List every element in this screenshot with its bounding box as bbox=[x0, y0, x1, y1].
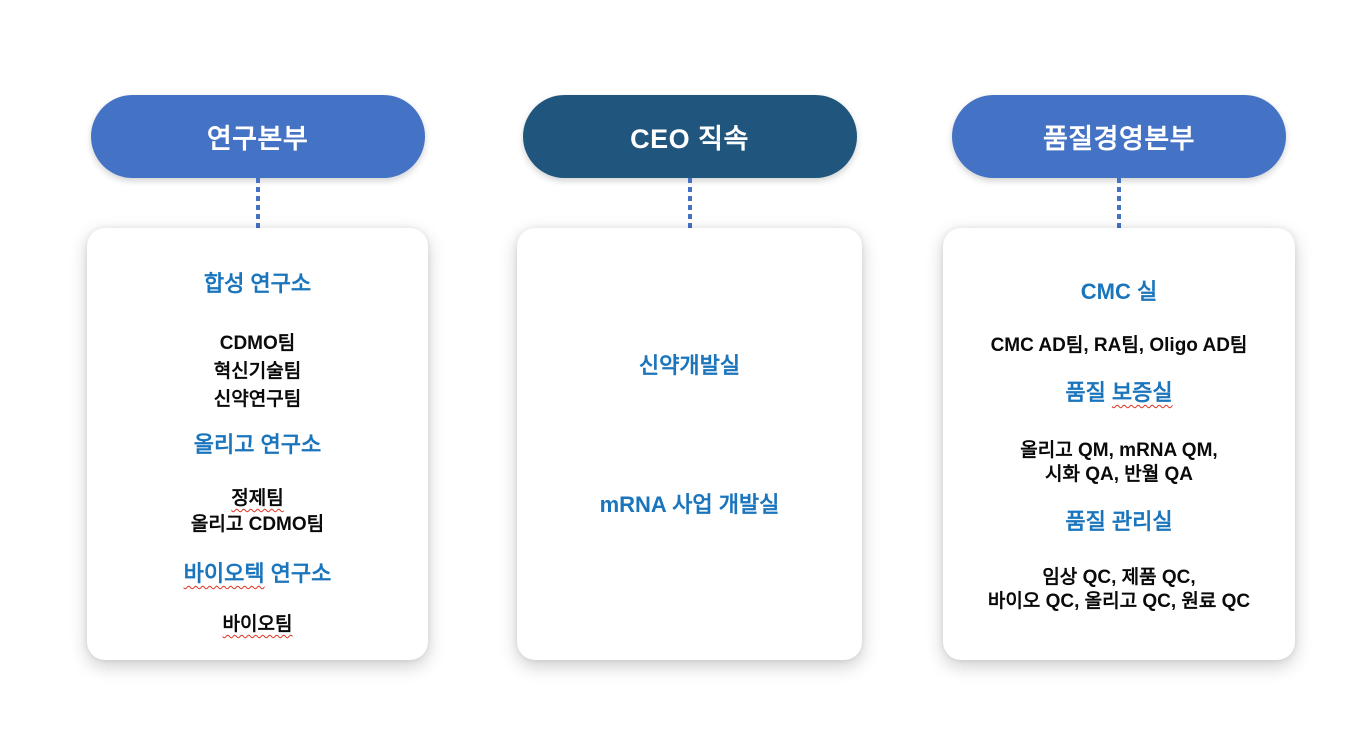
team-item: 올리고 CDMO팀 bbox=[190, 514, 325, 535]
team-item: CDMO팀 bbox=[219, 333, 296, 354]
division-pill: 품질경영본부 bbox=[952, 95, 1286, 178]
department-heading: 올리고 연구소 bbox=[193, 432, 322, 457]
team-item: 바이오팀 bbox=[87, 612, 428, 638]
department-section: mRNA 사업 개발실 bbox=[517, 491, 862, 518]
department-heading: mRNA 사업 개발실 bbox=[599, 492, 780, 517]
dotted-connector bbox=[1117, 178, 1121, 228]
team-item: 혁신기술팀 bbox=[213, 361, 302, 382]
department-heading: 품질 보증실 bbox=[1065, 380, 1173, 405]
misspelled-text: 정제팀 bbox=[231, 488, 284, 509]
team-item: CMC AD팀, RA팀, Oligo AD팀 bbox=[990, 335, 1248, 356]
misspelled-text: 보증실 bbox=[1111, 380, 1173, 405]
department-heading: 신약개발실 bbox=[638, 353, 741, 378]
team-item: 올리고 QM, mRNA QM, bbox=[1020, 440, 1218, 461]
department-section: CMC 실 CMC AD팀, RA팀, Oligo AD팀 bbox=[943, 278, 1295, 360]
department-heading: 바이오텍 연구소 bbox=[183, 561, 332, 586]
team-item: 바이오 QC, 올리고 QC, 원료 QC bbox=[987, 591, 1251, 612]
team-list: 올리고 QM, mRNA QM, 시화 QA, 반월 QA bbox=[943, 439, 1295, 487]
division-title: 품질경영본부 bbox=[1042, 124, 1196, 154]
department-heading: 품질 관리실 bbox=[1065, 509, 1173, 534]
org-column: CEO 직속 신약개발실 mRNA 사업 개발실 bbox=[517, 95, 862, 660]
dotted-connector bbox=[255, 178, 260, 228]
team-item: 정제팀 bbox=[87, 486, 428, 512]
team-item: 시화 QA, 반월 QA bbox=[1044, 464, 1194, 485]
division-pill: 연구본부 bbox=[90, 95, 425, 178]
department-heading: CMC 실 bbox=[1080, 279, 1158, 304]
team-item: 신약연구팀 bbox=[213, 389, 302, 410]
department-section: 신약개발실 bbox=[517, 352, 862, 379]
division-pill: CEO 직속 bbox=[522, 95, 857, 178]
misspelled-text: 바이오텍 bbox=[183, 561, 265, 586]
team-list: 임상 QC, 제품 QC, 바이오 QC, 올리고 QC, 원료 QC bbox=[943, 566, 1295, 614]
division-card: 신약개발실 mRNA 사업 개발실 bbox=[517, 228, 862, 660]
division-title: CEO 직속 bbox=[630, 124, 749, 154]
team-item: 임상 QC, 제품 QC, bbox=[1042, 567, 1196, 588]
dotted-connector bbox=[687, 178, 692, 228]
team-list: 바이오팀 bbox=[87, 612, 428, 638]
department-heading: 합성 연구소 bbox=[203, 271, 312, 296]
team-list: CMC AD팀, RA팀, Oligo AD팀 bbox=[943, 332, 1295, 360]
division-title: 연구본부 bbox=[206, 124, 309, 154]
misspelled-text: 바이오팀 bbox=[222, 614, 293, 635]
